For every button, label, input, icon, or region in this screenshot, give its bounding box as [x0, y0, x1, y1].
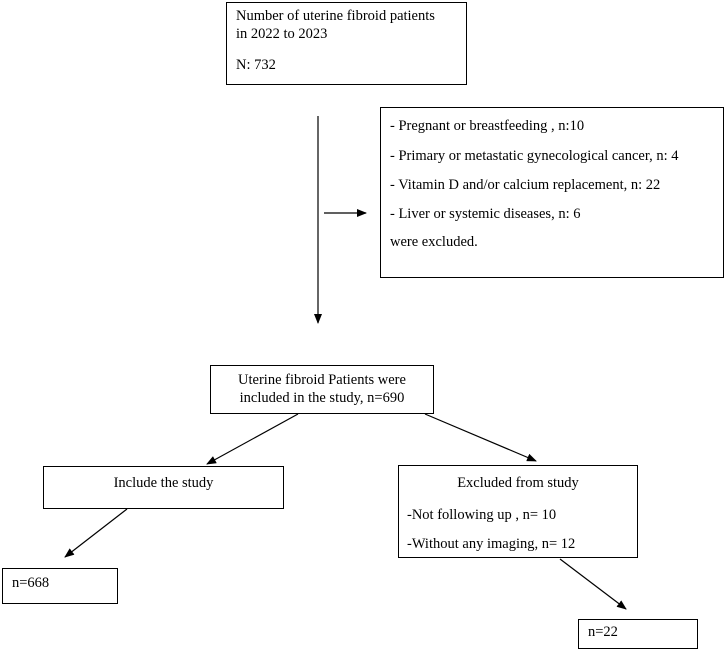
included-result-value: n=668: [12, 575, 50, 591]
included-patients-box: Uterine fibroid Patients were included i…: [210, 365, 434, 414]
total-patients-count: N: 732: [236, 57, 276, 73]
right-branch-arrow: [424, 413, 537, 462]
excluded-study-item: -Without any imaging, n= 12: [407, 536, 576, 552]
exclusion-item: - Liver or systemic diseases, n: 6: [390, 206, 581, 222]
total-patients-line1: Number of uterine fibroid patients: [236, 8, 435, 24]
excluded-study-box: Excluded from study -Not following up , …: [398, 465, 638, 558]
exclusion-footer: were excluded.: [390, 234, 478, 250]
left-branch-arrow: [206, 413, 299, 465]
exclusion-item: - Primary or metastatic gynecological ca…: [390, 148, 679, 164]
included-line1: Uterine fibroid Patients were: [238, 372, 406, 388]
excluded-study-item: -Not following up , n= 10: [407, 507, 557, 523]
excluded-study-title: Excluded from study: [457, 475, 579, 491]
excluded-result-value: n=22: [588, 624, 618, 640]
include-study-box: Include the study: [43, 466, 284, 509]
total-patients-box: Number of uterine fibroid patients in 20…: [226, 2, 467, 85]
include-study-label: Include the study: [113, 475, 214, 491]
left-result-arrow: [64, 508, 128, 558]
exclusion-criteria-box: - Pregnant or breastfeeding , n:10 - Pri…: [380, 107, 724, 278]
excluded-result-box: n=22: [578, 619, 698, 649]
total-patients-line2: in 2022 to 2023: [236, 26, 328, 42]
included-result-box: n=668: [2, 568, 118, 604]
included-line2: included in the study, n=690: [239, 390, 405, 406]
exclusion-item: - Vitamin D and/or calcium replacement, …: [390, 177, 661, 193]
exclusion-item: - Pregnant or breastfeeding , n:10: [390, 118, 585, 134]
right-result-arrow: [559, 558, 627, 610]
